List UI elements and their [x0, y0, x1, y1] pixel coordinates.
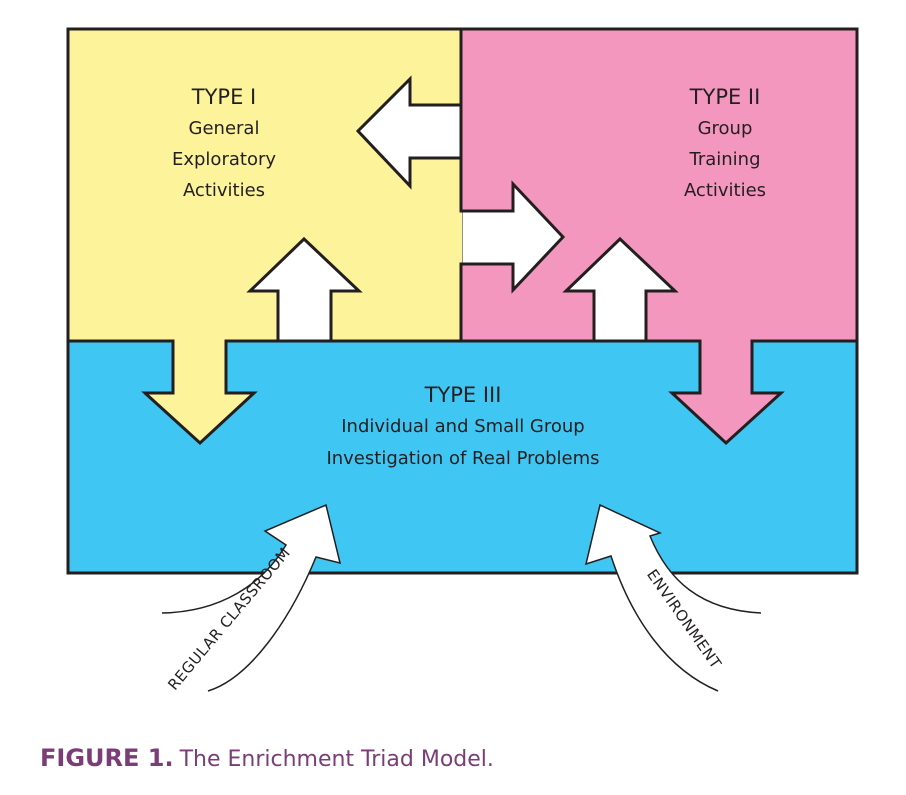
type2-region	[459, 27, 859, 446]
type1-to-type2-arrow	[459, 212, 462, 263]
type3-line: Investigation of Real Problems	[326, 448, 599, 469]
figure-caption: FIGURE 1.The Enrichment Triad Model.	[40, 744, 494, 772]
type2-title: TYPE II	[689, 85, 761, 109]
type1-region	[66, 27, 463, 446]
outer-frame	[66, 27, 859, 575]
figure-title: The Enrichment Triad Model.	[179, 747, 494, 772]
type2-label: TYPE II Group Training Activities	[684, 85, 766, 201]
type1-line: General	[189, 118, 260, 139]
type1-line: Exploratory	[172, 149, 276, 170]
type1-title: TYPE I	[191, 85, 256, 109]
type2-line: Activities	[684, 180, 766, 201]
type1-label: TYPE I General Exploratory Activities	[172, 85, 276, 201]
type1-line: Activities	[183, 180, 265, 201]
environment-arrow	[584, 503, 762, 692]
type3-label: TYPE III Individual and Small Group Inve…	[326, 383, 599, 469]
type3-line: Individual and Small Group	[341, 416, 584, 437]
type3-title: TYPE III	[424, 383, 502, 407]
regular-classroom-arrow	[161, 503, 342, 692]
type2-line: Training	[688, 149, 760, 170]
figure-number: FIGURE 1.	[40, 744, 174, 772]
type2-line: Group	[698, 118, 753, 139]
